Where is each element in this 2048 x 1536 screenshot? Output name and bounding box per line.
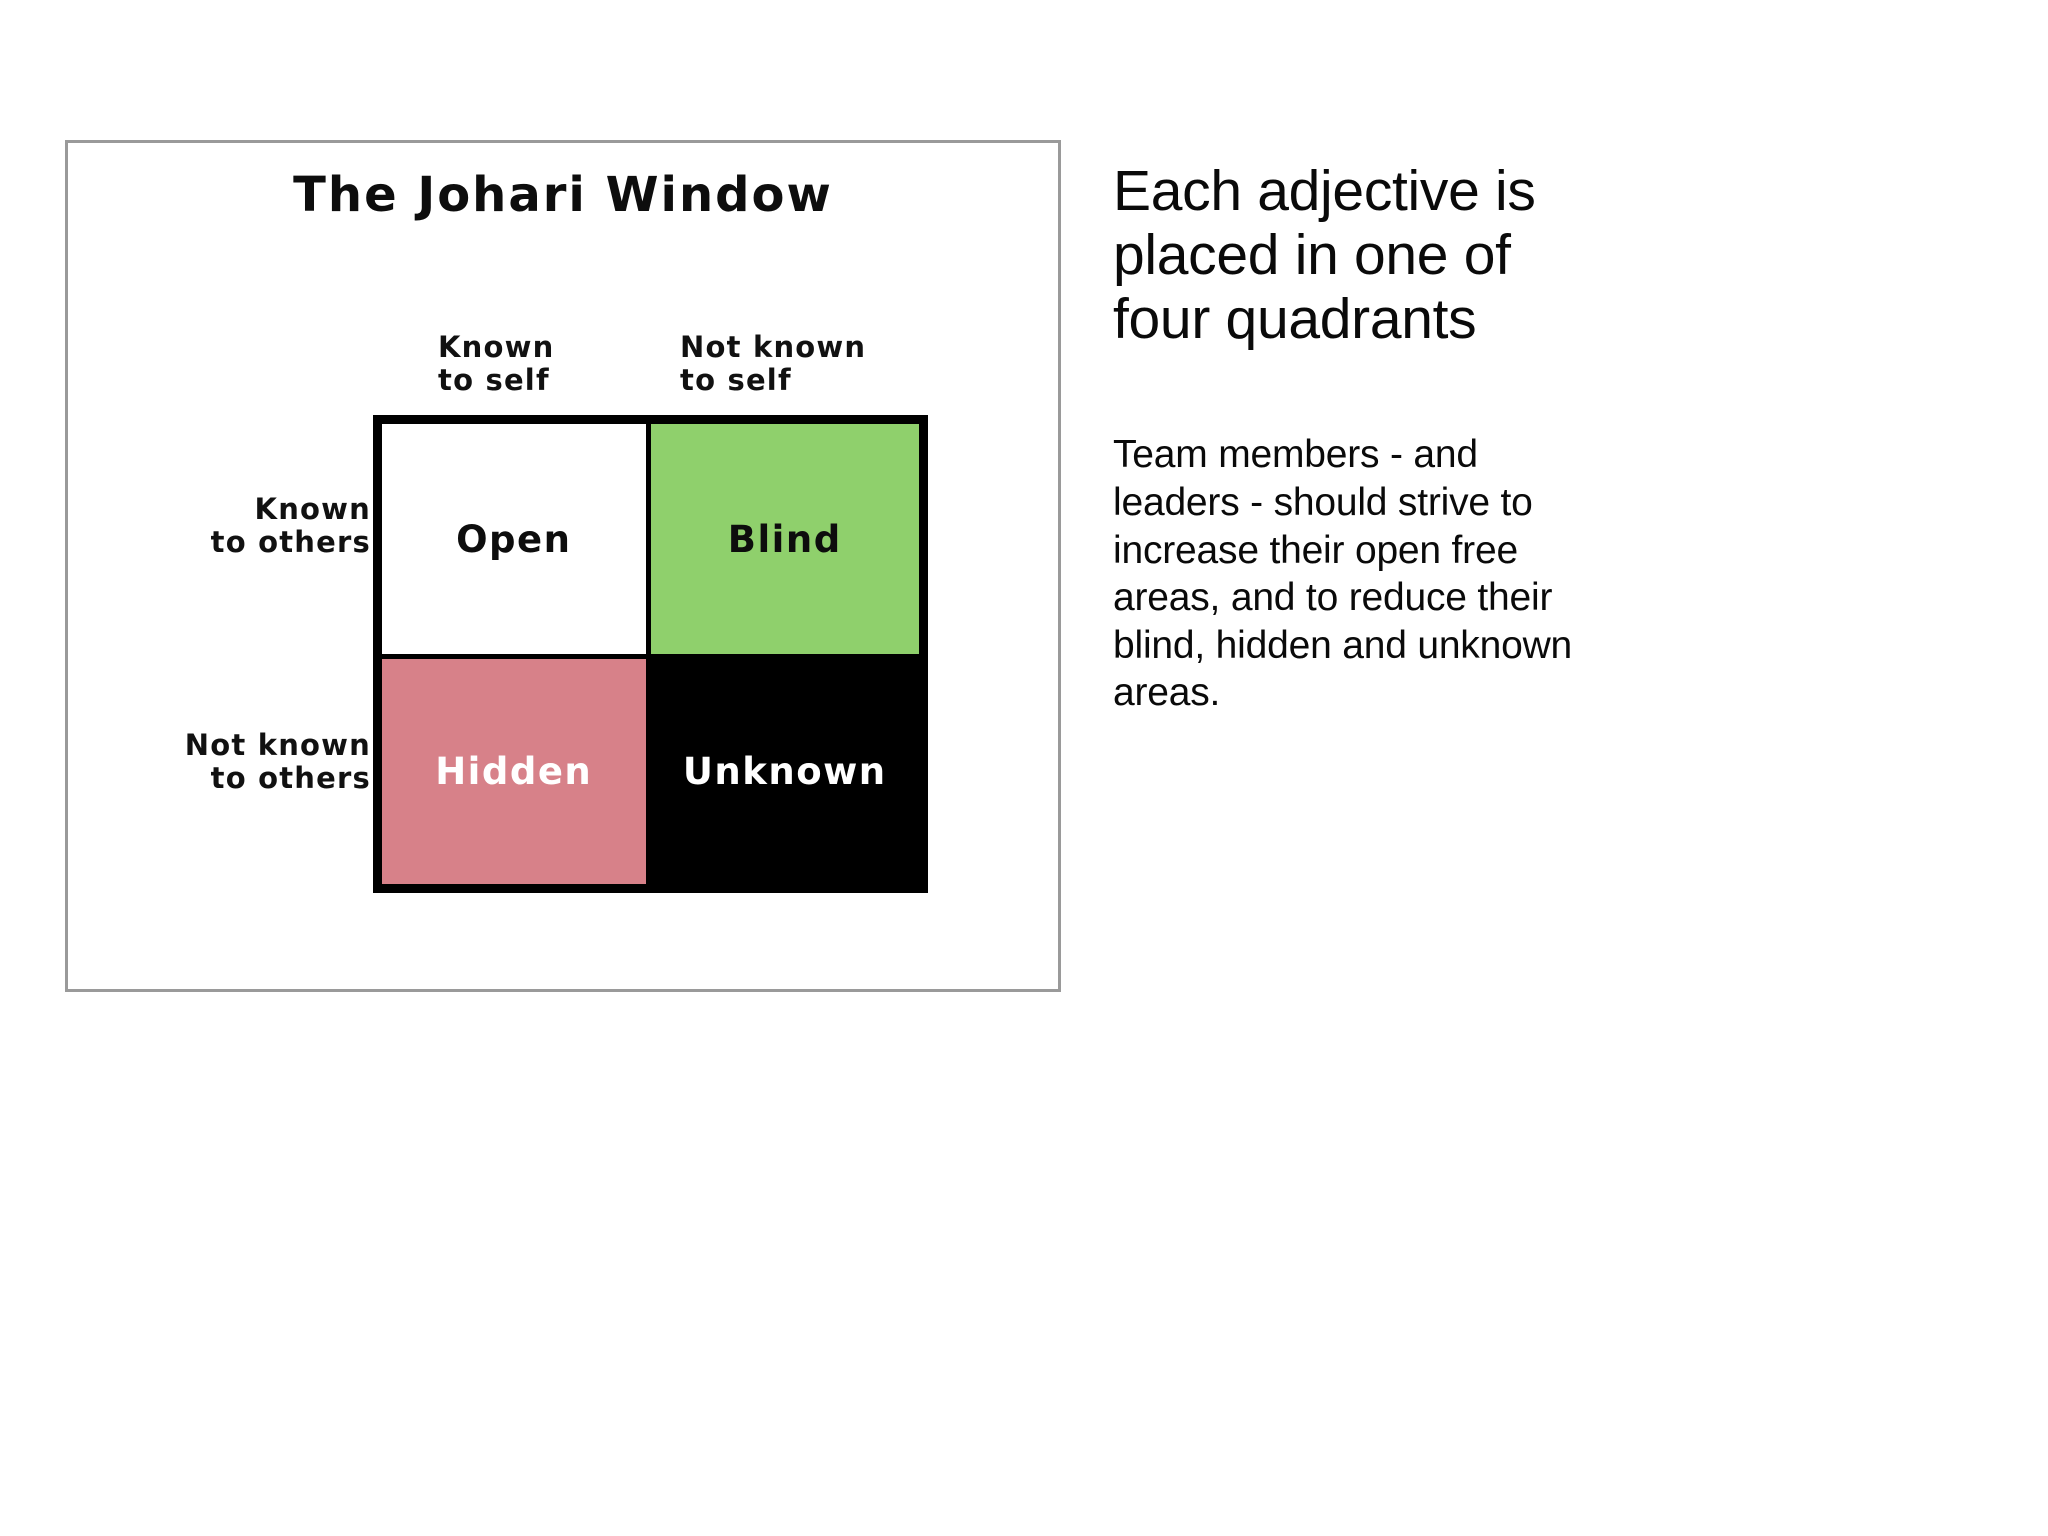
copy-lead-paragraph: Each adjective is placed in one of four … bbox=[1113, 159, 1536, 351]
johari-window-diagram: The Johari Window Known to self Not know… bbox=[68, 143, 1058, 989]
row-header-known-to-others: Known to others bbox=[210, 492, 371, 560]
johari-quadrant-grid: Open Blind Hidden Unknown bbox=[373, 415, 928, 893]
row-header-not-known-to-others: Not known to others bbox=[184, 728, 371, 796]
quadrant-unknown: Unknown bbox=[650, 654, 919, 884]
quadrant-blind: Blind bbox=[650, 424, 919, 654]
slide-copy-column: Each adjective is placed in one of four … bbox=[1113, 159, 1583, 717]
copy-body-paragraph: Team members - and leaders - should stri… bbox=[1113, 433, 1573, 715]
column-header-known-to-self: Known to self bbox=[438, 330, 555, 398]
quadrant-open: Open bbox=[382, 424, 651, 654]
quadrant-hidden: Hidden bbox=[382, 654, 651, 884]
diagram-title: The Johari Window bbox=[293, 167, 833, 223]
johari-window-image-frame: The Johari Window Known to self Not know… bbox=[65, 140, 1061, 992]
column-header-not-known-to-self: Not known to self bbox=[680, 330, 867, 398]
